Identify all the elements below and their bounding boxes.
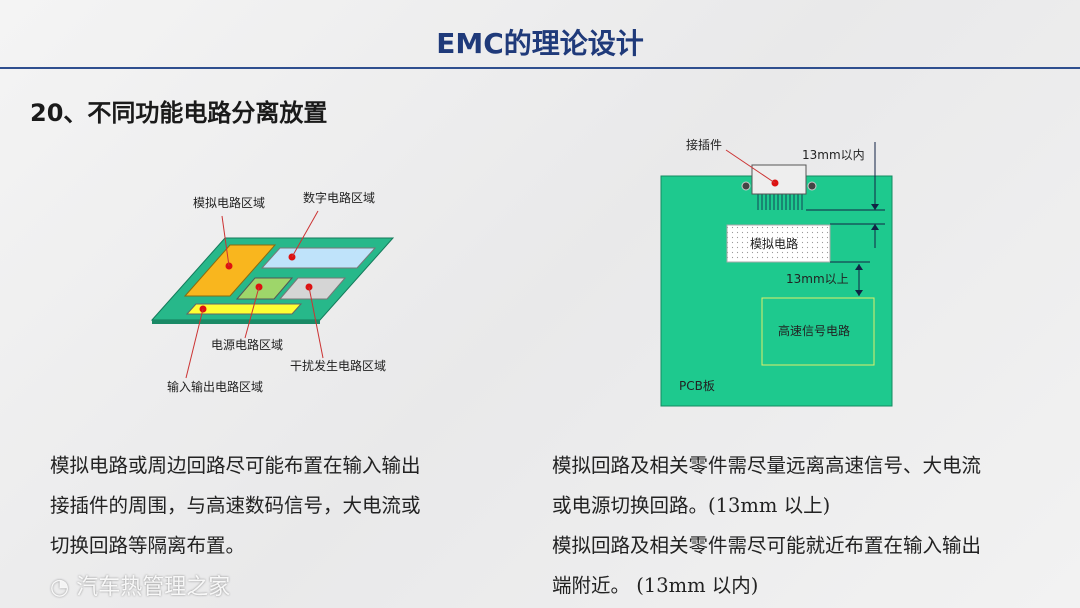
screw-icon [741, 181, 751, 191]
digital-area [260, 247, 377, 269]
watermark-text: 汽车热管理之家 [76, 575, 231, 600]
wechat-icon: ◔ [50, 575, 77, 600]
slide-title: EMC的理论设计 [436, 27, 644, 60]
connector-pins [757, 194, 803, 210]
label-power-area: 电源电路区域 [211, 337, 283, 352]
connector [751, 164, 807, 195]
leader-lines [185, 210, 324, 379]
label-interference-area: 干扰发生电路区域 [290, 358, 386, 373]
analog-circuit-box [726, 224, 831, 263]
leader-line [725, 149, 776, 184]
label-13mm-above: 13mm以上 [786, 272, 849, 286]
title-divider [0, 67, 1080, 69]
board-edge [152, 320, 320, 324]
section-heading: 20、不同功能电路分离放置 [30, 99, 328, 127]
label-digital-area: 数字电路区域 [303, 190, 375, 205]
label-io-area: 输入输出电路区域 [167, 379, 263, 394]
label-analog-area: 模拟电路区域 [193, 195, 265, 210]
analog-area [183, 244, 277, 297]
left-text-line: 接插件的周围，与高速数码信号，大电流或 [50, 494, 421, 517]
label-highspeed-circuit: 高速信号电路 [778, 323, 850, 338]
right-text-line: 模拟回路及相关零件需尽可能就近布置在输入输出 [552, 534, 982, 557]
label-analog-circuit: 模拟电路 [750, 236, 798, 251]
pcb-board [660, 175, 893, 407]
io-area [185, 303, 303, 315]
right-pcb-diagram: 接插件 13mm以内 模拟电路 13mm以上 高速信号电路 PCB板 [660, 137, 893, 407]
left-text-line: 模拟电路或周边回路尽可能布置在输入输出 [50, 454, 421, 477]
right-text-line: 或电源切换回路。(13mm 以上) [552, 494, 831, 517]
label-13mm-within: 13mm以内 [802, 148, 865, 162]
label-pcb: PCB板 [679, 379, 715, 393]
right-description: 模拟回路及相关零件需尽量远离高速信号、大电流 或电源切换回路。(13mm 以上)… [552, 446, 981, 606]
power-area [235, 277, 294, 300]
screw-icon [807, 181, 817, 191]
watermark: ◔ 汽车热管理之家 [50, 574, 230, 602]
left-text-line: 切换回路等隔离布置。 [50, 534, 246, 557]
left-board-diagram: 模拟电路区域 数字电路区域 电源电路区域 干扰发生电路区域 输入输出电路区域 [150, 190, 395, 394]
right-text-line: 模拟回路及相关零件需尽量远离高速信号、大电流 [552, 454, 982, 477]
dimension-arrows [855, 204, 879, 296]
label-connector: 接插件 [686, 137, 722, 152]
highspeed-circuit-box [761, 297, 875, 366]
left-description: 模拟电路或周边回路尽可能布置在输入输出 接插件的周围，与高速数码信号，大电流或 … [50, 446, 421, 566]
right-text-line: 端附近。 (13mm 以内) [552, 574, 759, 597]
